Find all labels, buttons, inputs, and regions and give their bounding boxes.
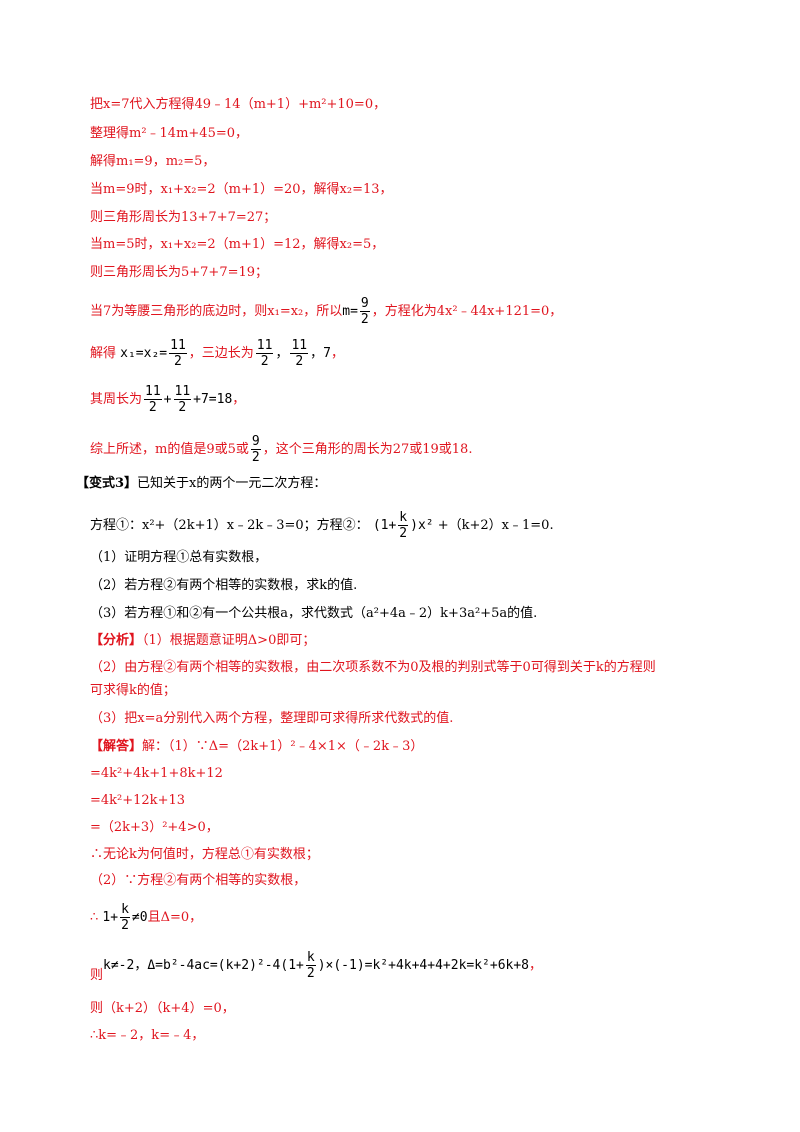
line11-text-b: ，这个三角形的周长为27或19或18. <box>262 442 473 457</box>
analysis-line-1: 【分析】（1）根据题意证明Δ>0即可； <box>90 633 316 648</box>
question-3: （3）若方程①和②有一个公共根a，求代数式（a²+4a﹣2）k+3a²+5a的值… <box>90 606 538 621</box>
solution-step-5: ∴无论k为何值时，方程总①有实数根； <box>90 847 319 862</box>
equation-1-text: 方程①：x²+（2k+1）x﹣2k﹣3=0；方程②： <box>90 518 369 533</box>
line9-text-b: ，三边长为 <box>188 346 254 361</box>
x1-x2-equals: x₁=x₂= <box>120 346 168 361</box>
solution-part-1: 【解答】解：（1）∵Δ=（2k+1）²﹣4×1×（﹣2k﹣3） <box>90 739 424 754</box>
analysis-line-4: （3）把x=a分别代入两个方程，整理即可求得所求代数式的值. <box>90 711 454 726</box>
variant-label: 【变式3】 <box>76 476 138 491</box>
discriminant-expr-a: k≠-2，Δ=b²-4ac=(k+2)²-4(1+ <box>103 958 304 973</box>
side-seven: 7 <box>323 346 331 361</box>
solution-line-3: 解得m₁=9，m₂=5， <box>90 154 216 169</box>
solution-step-2: =4k²+4k+1+8k+12 <box>90 766 223 781</box>
solution-line-1: 把x=7代入方程得49﹣14（m+1）+m²+10=0， <box>90 97 387 112</box>
solution-label: 【解答】 <box>90 739 143 754</box>
solution-step-4: =（2k+3）²+4>0， <box>90 820 219 835</box>
solution-line-5: 则三角形周长为13+7+7=27； <box>90 210 277 225</box>
solution-line-2: 整理得m²﹣14m+45=0， <box>90 126 249 141</box>
analysis-label: 【分析】 <box>90 633 143 648</box>
line10-text-a: 其周长为 <box>90 392 143 407</box>
solution-step-10: ∴k=﹣2，k=﹣4， <box>90 1028 205 1043</box>
line8-text-a: 当7为等腰三角形的底边时，则x₁=x₂，所以 <box>90 304 343 319</box>
solution-step-6: （2）∵方程②有两个相等的实数根， <box>90 873 307 888</box>
line8-text-b: ，方程化为4x²﹣44x+121=0， <box>371 304 563 319</box>
question-2: （2）若方程②有两个相等的实数根，求k的值. <box>90 578 358 593</box>
solution-line-6: 当m=5时，x₁+x₂=2（m+1）=12，解得x₂=5， <box>90 237 385 252</box>
line9-text-a: 解得 <box>90 346 117 361</box>
equation-2-text: +（k+2）x﹣1=0. <box>437 518 554 533</box>
analysis-line-2: （2）由方程②有两个相等的实数根，由二次项系数不为0及根的判别式等于0可得到关于… <box>90 660 656 675</box>
perimeter-result: +7=18 <box>193 392 233 407</box>
solution-line-7: 则三角形周长为5+7+7=19； <box>90 265 269 280</box>
analysis-line-3: 可求得k的值； <box>90 683 176 698</box>
line11-text-a: 综上所述，m的值是9或5或 <box>90 442 249 457</box>
variant-text: 已知关于x的两个一元二次方程： <box>137 476 327 491</box>
question-1: （1）证明方程①总有实数根， <box>90 550 268 565</box>
solution-step-9: 则（k+2）（k+4）=0， <box>90 1001 235 1016</box>
solution-line-4: 当m=9时，x₁+x₂=2（m+1）=20，解得x₂=13， <box>90 182 393 197</box>
variant-heading: 【变式3】已知关于x的两个一元二次方程： <box>76 475 326 493</box>
m-equals: m= <box>342 304 358 319</box>
discriminant-expr-b: )×(-1)=k²+4k+4+4+2k=k²+6k+8 <box>317 958 530 973</box>
solution-step-3: =4k²+12k+13 <box>90 793 185 808</box>
